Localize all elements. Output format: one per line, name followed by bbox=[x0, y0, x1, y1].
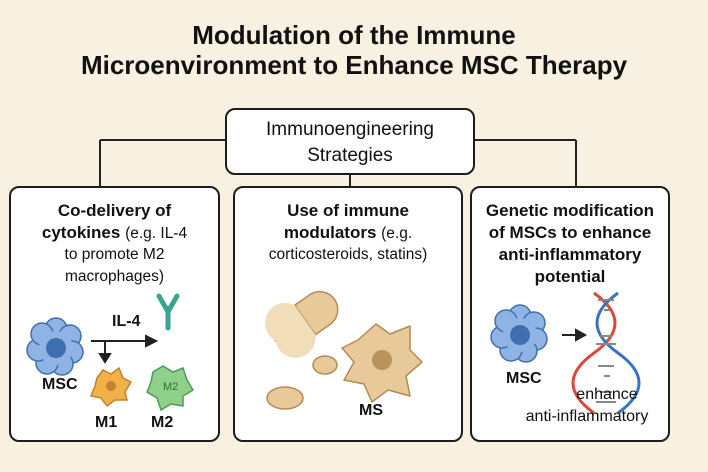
col1-heading-line1: Co-delivery of bbox=[57, 201, 172, 220]
immune-modulators-box: Use of immune modulators (e.g. corticost… bbox=[233, 186, 463, 442]
pill-capsule-icon bbox=[264, 290, 339, 358]
col1-cytokines-label: cytokines bbox=[41, 223, 121, 242]
col3-heading-line4: potential bbox=[534, 267, 606, 286]
col1-heading-line3: to promote M2 bbox=[64, 246, 165, 263]
msc-label: MSC bbox=[506, 370, 542, 387]
col3-heading-line3: anti-inflammatory bbox=[498, 245, 642, 264]
cytokine-illustration: M2 bbox=[26, 293, 195, 412]
msc-cell-icon bbox=[490, 304, 548, 363]
m1-macrophage-icon bbox=[89, 366, 133, 408]
msc-cell-icon bbox=[26, 317, 84, 376]
ms-label: MS bbox=[359, 402, 383, 419]
msc-label: MSC bbox=[42, 376, 78, 393]
genetic-modification-box: Genetic modification of MSCs to enhance … bbox=[470, 186, 670, 442]
arrow-icon bbox=[562, 328, 588, 342]
m2-label: M2 bbox=[151, 414, 174, 431]
col3-heading-line1: Genetic modification bbox=[485, 201, 655, 220]
center-label-line2: Strategies bbox=[307, 145, 393, 166]
col1-example-label: (e.g. IL-4 bbox=[125, 225, 188, 242]
il4-label: IL-4 bbox=[112, 313, 141, 330]
col2-modulators-label: modulators bbox=[283, 223, 377, 242]
dna-helix-icon bbox=[571, 291, 641, 415]
modulator-illustration bbox=[264, 290, 423, 410]
col2-heading-line2: modulators (e.g. bbox=[235, 222, 461, 245]
enhance-label: enhance bbox=[576, 386, 638, 403]
center-strategies-box: Immunoengineering Strategies bbox=[225, 108, 475, 175]
m2-cell-text: M2 bbox=[163, 381, 178, 393]
page-title-line2: Microenvironment to Enhance MSC Therapy bbox=[80, 50, 628, 80]
cell-icon bbox=[341, 323, 423, 403]
page-title-line1: Modulation of the Immune bbox=[192, 20, 516, 50]
col1-heading-line2: cytokines (e.g. IL-4 bbox=[11, 222, 218, 245]
center-label-line1: Immunoengineering bbox=[266, 119, 434, 140]
antibody-icon bbox=[156, 293, 180, 331]
col2-heading-line3: corticosteroids, statins) bbox=[268, 246, 428, 263]
arrow-icon bbox=[91, 334, 159, 364]
anti-inflammatory-label: anti-inflammatory bbox=[525, 408, 649, 425]
col3-heading-line2: of MSCs to enhance bbox=[488, 223, 652, 242]
tablet-icon bbox=[312, 355, 338, 375]
m1-label: M1 bbox=[95, 414, 118, 431]
m2-macrophage-icon: M2 bbox=[146, 365, 195, 412]
col2-example-label: (e.g. bbox=[381, 225, 413, 242]
genetic-illustration bbox=[490, 291, 641, 415]
col2-heading-line1: Use of immune bbox=[287, 201, 409, 220]
tablet-icon bbox=[266, 386, 304, 410]
cytokine-codelivery-box: Co-delivery of cytokines (e.g. IL-4 to p… bbox=[9, 186, 220, 442]
col1-heading-line4: macrophages) bbox=[64, 268, 165, 285]
